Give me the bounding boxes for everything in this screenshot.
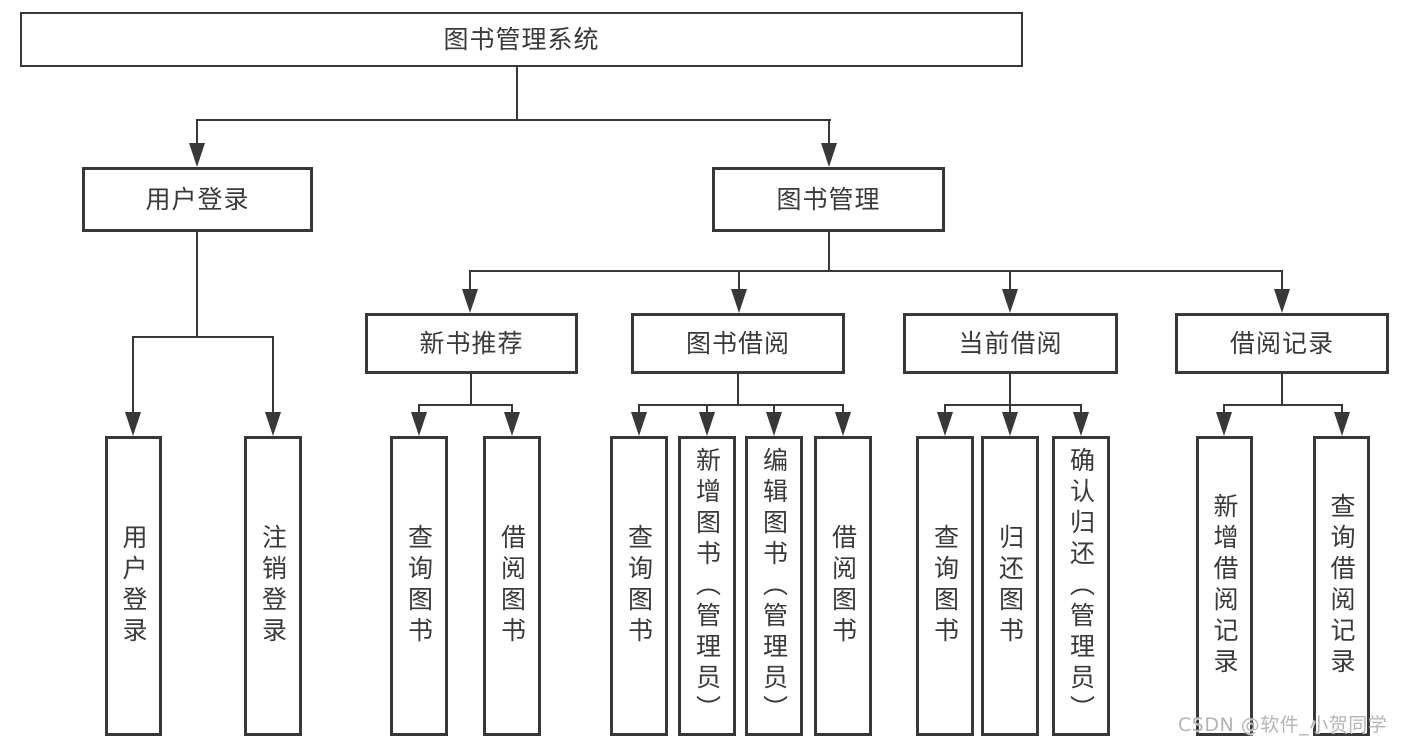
- node-root: 图书管理系统: [20, 12, 1023, 67]
- connector-line: [516, 67, 518, 119]
- connector-line: [1009, 374, 1011, 405]
- leaf-return-book: 归还图书: [981, 436, 1039, 736]
- connector-line: [738, 270, 740, 291]
- connector-line: [1281, 270, 1283, 291]
- arrow-down-icon: [265, 412, 281, 436]
- arrow-down-icon: [504, 412, 520, 436]
- arrow-down-icon: [1002, 289, 1018, 313]
- arrow-down-icon: [835, 412, 851, 436]
- node-new-book-recommend: 新书推荐: [365, 313, 578, 374]
- leaf-add-borrow-record: 新增借阅记录: [1196, 436, 1253, 736]
- connector-line: [773, 404, 775, 414]
- arrow-down-icon: [1334, 412, 1350, 436]
- leaf-edit-book-admin: 编辑图书（管理员）: [745, 436, 803, 736]
- leaf-logout-label: 注销登录: [258, 524, 288, 648]
- leaf-query-books-recommend-label: 查询图书: [404, 524, 434, 648]
- connector-line: [196, 232, 198, 337]
- connector-line: [196, 119, 198, 145]
- connector-line: [1223, 404, 1225, 414]
- connector-line: [842, 404, 844, 414]
- leaf-query-books-current-label: 查询图书: [930, 524, 960, 648]
- leaf-query-borrow-record: 查询借阅记录: [1313, 436, 1370, 736]
- connector-line: [737, 374, 739, 405]
- arrow-down-icon: [462, 289, 478, 313]
- connector-line: [1080, 404, 1082, 414]
- node-book-borrow-label: 图书借阅: [685, 329, 790, 358]
- node-borrow-record-label: 借阅记录: [1229, 329, 1334, 358]
- connector-line: [418, 404, 513, 406]
- arrow-down-icon: [631, 412, 647, 436]
- arrow-down-icon: [699, 412, 715, 436]
- arrow-down-icon: [937, 412, 953, 436]
- connector-line: [944, 404, 946, 414]
- connector-line: [638, 404, 844, 406]
- node-root-label: 图书管理系统: [443, 25, 600, 54]
- connector-line: [828, 119, 830, 145]
- node-book-management: 图书管理: [712, 167, 945, 232]
- arrow-down-icon: [1216, 412, 1232, 436]
- connector-line: [469, 270, 471, 291]
- leaf-query-books-current: 查询图书: [916, 436, 974, 736]
- connector-line: [828, 232, 830, 271]
- leaf-edit-book-admin-label: 编辑图书（管理员）: [759, 446, 789, 726]
- connector-line: [1009, 270, 1011, 291]
- arrow-down-icon: [1002, 412, 1018, 436]
- arrow-down-icon: [821, 143, 837, 167]
- node-new-book-recommend-label: 新书推荐: [419, 329, 524, 358]
- node-book-management-label: 图书管理: [776, 185, 881, 214]
- leaf-query-books-recommend: 查询图书: [390, 436, 448, 736]
- watermark-text: CSDN @软件_小贺同学: [1178, 714, 1388, 736]
- leaf-query-books-borrow: 查询图书: [610, 436, 668, 736]
- arrow-down-icon: [125, 412, 141, 436]
- leaf-logout: 注销登录: [244, 436, 302, 736]
- leaf-add-borrow-record-label: 新增借阅记录: [1210, 493, 1239, 679]
- connector-line: [132, 336, 274, 338]
- connector-line: [470, 374, 472, 405]
- leaf-add-book-admin-label: 新增图书（管理员）: [692, 446, 722, 726]
- leaf-borrow-books-borrow: 借阅图书: [814, 436, 872, 736]
- node-borrow-record: 借阅记录: [1175, 313, 1389, 374]
- connector-line: [638, 404, 640, 414]
- connector-line: [511, 404, 513, 414]
- leaf-borrow-books-recommend-label: 借阅图书: [497, 524, 527, 648]
- arrow-down-icon: [1274, 289, 1290, 313]
- node-current-borrow-label: 当前借阅: [958, 329, 1063, 358]
- arrow-down-icon: [411, 412, 427, 436]
- node-user-login-label: 用户登录: [145, 185, 250, 214]
- connector-line: [418, 404, 420, 414]
- arrow-down-icon: [189, 143, 205, 167]
- arrow-down-icon: [731, 289, 747, 313]
- connector-line: [132, 336, 134, 414]
- leaf-borrow-books-recommend: 借阅图书: [483, 436, 541, 736]
- connector-line: [1223, 404, 1343, 406]
- leaf-query-borrow-record-label: 查询借阅记录: [1327, 493, 1356, 679]
- leaf-add-book-admin: 新增图书（管理员）: [678, 436, 736, 736]
- arrow-down-icon: [1073, 412, 1089, 436]
- leaf-confirm-return-admin: 确认归还（管理员）: [1052, 436, 1110, 736]
- connector-line: [1009, 404, 1011, 414]
- node-book-borrow: 图书借阅: [631, 313, 845, 374]
- connector-line: [469, 270, 1283, 272]
- connector-line: [272, 336, 274, 414]
- leaf-user-login: 用户登录: [105, 436, 162, 736]
- connector-line: [1341, 404, 1343, 414]
- connector-line: [1281, 374, 1283, 405]
- leaf-return-book-label: 归还图书: [995, 524, 1025, 648]
- leaf-query-books-borrow-label: 查询图书: [624, 524, 654, 648]
- connector-line: [706, 404, 708, 414]
- connector-line: [196, 119, 831, 121]
- node-current-borrow: 当前借阅: [903, 313, 1118, 374]
- arrow-down-icon: [766, 412, 782, 436]
- node-user-login: 用户登录: [82, 167, 313, 232]
- leaf-borrow-books-borrow-label: 借阅图书: [828, 524, 858, 648]
- leaf-user-login-label: 用户登录: [119, 524, 148, 648]
- leaf-confirm-return-admin-label: 确认归还（管理员）: [1066, 446, 1096, 726]
- connector-line: [944, 404, 1082, 406]
